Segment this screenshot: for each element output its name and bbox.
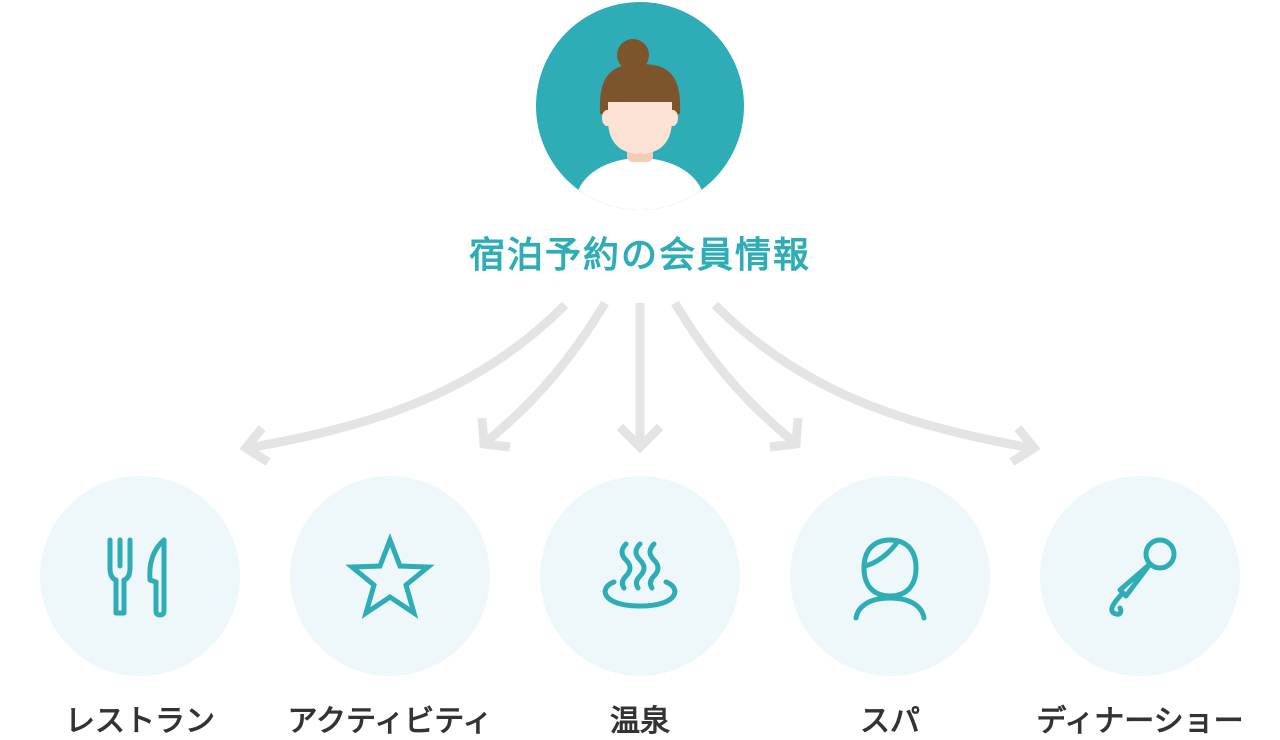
service-label: 温泉 [610,704,670,739]
service-circle [540,476,740,676]
star-icon [345,533,435,619]
service-label: アクティビティ [287,704,493,739]
service-circle [290,476,490,676]
service-dinner-show[interactable]: ディナーショー [1036,476,1244,739]
fork-knife-icon [107,537,167,618]
service-onsen[interactable]: 温泉 [540,476,740,739]
woman-avatar-icon [536,2,744,210]
microphone-icon [1109,537,1177,617]
service-label: スパ [860,704,920,739]
arrow-activity [477,300,609,452]
service-circle [790,476,990,676]
service-activity[interactable]: アクティビティ [288,476,492,739]
service-label: レストラン [65,704,215,739]
service-circle [40,476,240,676]
member-avatar [536,2,744,210]
service-spa[interactable]: スパ [790,476,990,739]
spa-person-icon [853,537,927,621]
service-restaurant[interactable]: レストラン [40,476,240,739]
arrow-dinner-show [711,301,1041,466]
service-label: ディナーショー [1036,704,1244,739]
diagram-title: 宿泊予約の会員情報 [468,235,811,276]
arrow-spa [671,300,803,452]
arrow-restaurant [239,301,569,466]
hot-spring-icon [602,541,678,609]
service-circle [1040,476,1240,676]
arrow-onsen [616,303,664,454]
